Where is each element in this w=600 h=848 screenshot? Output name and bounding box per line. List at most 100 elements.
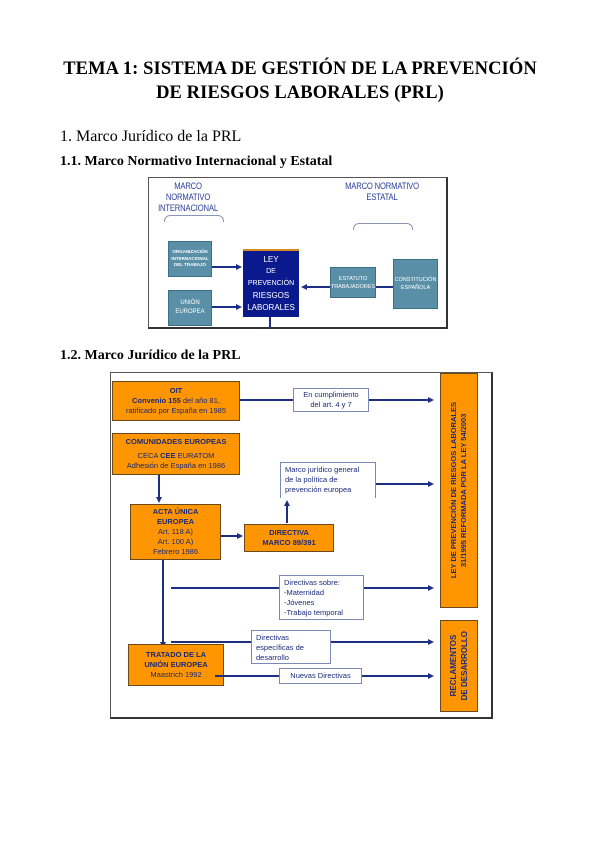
ley-vertical-line-1: LEY DE PREVENCIÓN DE RIESGOS LABORALES: [449, 402, 458, 579]
box-oit-line: DEL TRABAJO: [174, 262, 206, 268]
reglamentos-line-2: DE DESARROLLO: [460, 631, 469, 701]
tratado-line-3: Maastrich 1992: [150, 670, 202, 679]
directivas-especificas-line: desarrollo: [256, 653, 289, 662]
header-internacional: MARCO NORMATIVO INTERNACIONAL: [154, 181, 222, 214]
arrow-down-icon: [156, 497, 162, 503]
directivas-sobre-line: -Jóvenes: [284, 598, 315, 607]
arrow-right-icon: [236, 304, 242, 310]
connector: [212, 306, 238, 308]
box-reglamentos-desarrollo: RECLAMENTOS DE DESARROLLO: [440, 620, 478, 712]
box-nuevas-directivas: Nuevas Directivas: [279, 668, 362, 684]
ce-line-3: Adhesión de España en 1986: [126, 461, 226, 470]
box-constitucion-espanola: CONSTITUCIÓN ESPAÑOLA: [393, 259, 438, 309]
header-estatal-line: MARCO NORMATIVO: [345, 181, 419, 191]
box-en-cumplimiento: En cumplimiento del art. 4 y 7: [293, 388, 369, 412]
arrow-left-icon: [301, 284, 307, 290]
ce-title: COMUNIDADES EUROPEAS: [125, 437, 227, 446]
box-oit-line: INTERNACIONAL: [171, 255, 209, 261]
header-estatal: MARCO NORMATIVO ESTATAL: [340, 181, 425, 203]
brace-internacional: [164, 215, 224, 222]
box-oit: ORGANIZACIÓN INTERNACIONAL DEL TRABAJO: [168, 241, 212, 277]
acta-title-2: EUROPEA: [156, 517, 195, 526]
connector: [171, 641, 251, 643]
title-line-1: TEMA 1: SISTEMA DE GESTIÓN DE LA PREVENC…: [63, 59, 537, 79]
arrow-right-icon: [428, 397, 434, 403]
nuevas-directivas-label: Nuevas Directivas: [290, 671, 351, 680]
header-estatal-line: ESTATAL: [366, 192, 398, 202]
directivas-especificas-line: Directivas: [256, 633, 289, 642]
connector: [362, 675, 428, 677]
cumplimiento-line: del art. 4 y 7: [310, 400, 352, 409]
box-constitucion-line: CONSTITUCIÓN: [394, 277, 437, 283]
oit-line-2: Convenio 155 del año 81,: [132, 396, 220, 406]
box-ley-line: LABORALES: [247, 303, 295, 312]
box-tratado-union-europea: TRATADO DE LA UNIÓN EUROPEA Maastrich 19…: [128, 644, 224, 686]
directivas-sobre-line: -Trabajo temporal: [284, 608, 343, 617]
box-ley-prevencion: LEY DE PREVENCIÓN RIESGOS LABORALES: [243, 249, 299, 317]
header-internacional-line: MARCO NORMATIVO: [165, 181, 211, 202]
connector: [240, 399, 293, 401]
ley-vertical-text: LEY DE PREVENCIÓN DE RIESGOS LABORALES 3…: [449, 402, 469, 578]
box-ue-line: UNIÓN: [180, 300, 200, 306]
arrow-right-icon: [428, 585, 434, 591]
reglamentos-vertical-text: RECLAMENTOS DE DESARROLLO: [448, 631, 470, 700]
arrow-right-icon: [428, 673, 434, 679]
ley-vertical-line-2: 31/1995 REFORMADA POR LA LEY 54/2003: [459, 413, 468, 568]
arrow-right-icon: [237, 533, 243, 539]
box-comunidades-europeas: COMUNIDADES EUROPEAS CECA CEE EURATOM Ad…: [112, 433, 240, 475]
box-directiva-marco: DIRECTIVA MARCO 89/391: [244, 524, 334, 552]
connector: [331, 641, 428, 643]
document-title: TEMA 1: SISTEMA DE GESTIÓN DE LA PREVENC…: [0, 57, 600, 105]
box-ue-line: EUROPEA: [175, 309, 205, 315]
connector: [158, 475, 160, 497]
ce-cee: CEE: [160, 451, 176, 460]
arrow-right-icon: [428, 639, 434, 645]
oit-line-3: ratificado por España en 1985: [125, 406, 227, 415]
box-marco-juridico-general: Marco jurídico general de la política de…: [280, 462, 376, 498]
section-heading-1-1: 1.1. Marco Normativo Internacional y Est…: [60, 154, 333, 169]
section-heading-1-2: 1.2. Marco Jurídico de la PRL: [60, 348, 241, 363]
acta-fecha: Febrero 1986: [152, 547, 199, 556]
marco-general-line: de la política de: [285, 475, 338, 484]
connector: [369, 399, 428, 401]
arrow-right-icon: [236, 264, 242, 270]
connector: [376, 286, 393, 288]
box-oit-convenio: OIT Convenio 155 del año 81, ratificado …: [112, 381, 240, 421]
tratado-title-1: TRATADO DE LA: [145, 650, 207, 659]
box-ley-line: DE PREVENCIÓN: [247, 268, 295, 287]
box-estatuto-trabajadores: ESTATUTO TRABAJADORES: [330, 267, 376, 298]
connector: [376, 483, 428, 485]
directivas-especificas-line: específicas de: [256, 643, 304, 652]
connector: [286, 506, 288, 523]
acta-art-100: Art. 100 A): [157, 537, 194, 546]
box-oit-line: ORGANIZACIÓN: [172, 249, 208, 255]
connector: [306, 286, 330, 288]
directiva-line-1: DIRECTIVA: [269, 528, 309, 537]
connector: [162, 560, 164, 643]
directiva-line-2: MARCO 89/391: [262, 538, 316, 547]
connector: [215, 675, 279, 677]
acta-art-118: Art. 118 A): [158, 527, 193, 536]
directivas-sobre-line: -Maternidad: [284, 588, 325, 597]
oit-convenio-rest: del año 81,: [180, 396, 220, 405]
ce-ceca: CECA: [137, 451, 161, 460]
connector: [212, 266, 238, 268]
connector: [221, 535, 238, 537]
box-estatuto-line: ESTATUTO: [338, 275, 368, 282]
box-estatuto-line: TRABAJADORES: [330, 283, 376, 290]
box-constitucion-line: ESPAÑOLA: [400, 285, 431, 291]
cumplimiento-line: En cumplimiento: [303, 390, 359, 399]
header-internacional-line: INTERNACIONAL: [158, 203, 218, 213]
directivas-sobre-line: Directivas sobre:: [284, 578, 340, 587]
arrow-right-icon: [428, 481, 434, 487]
brace-estatal: [353, 223, 413, 230]
acta-title-1: ACTA ÚNICA: [152, 507, 199, 516]
box-directivas-especificas: Directivas específicas de desarrollo: [251, 630, 331, 664]
oit-title: OIT: [169, 386, 183, 395]
marco-general-line: Marco jurídico general: [285, 465, 360, 474]
box-ley-line: RIESGOS: [252, 291, 290, 300]
box-acta-unica-europea: ACTA ÚNICA EUROPEA Art. 118 A) Art. 100 …: [130, 504, 221, 560]
box-directivas-sobre: Directivas sobre: -Maternidad -Jóvenes -…: [279, 575, 364, 620]
box-ley-line: LEY: [263, 255, 279, 264]
marco-general-line: prevención europea: [285, 485, 352, 494]
